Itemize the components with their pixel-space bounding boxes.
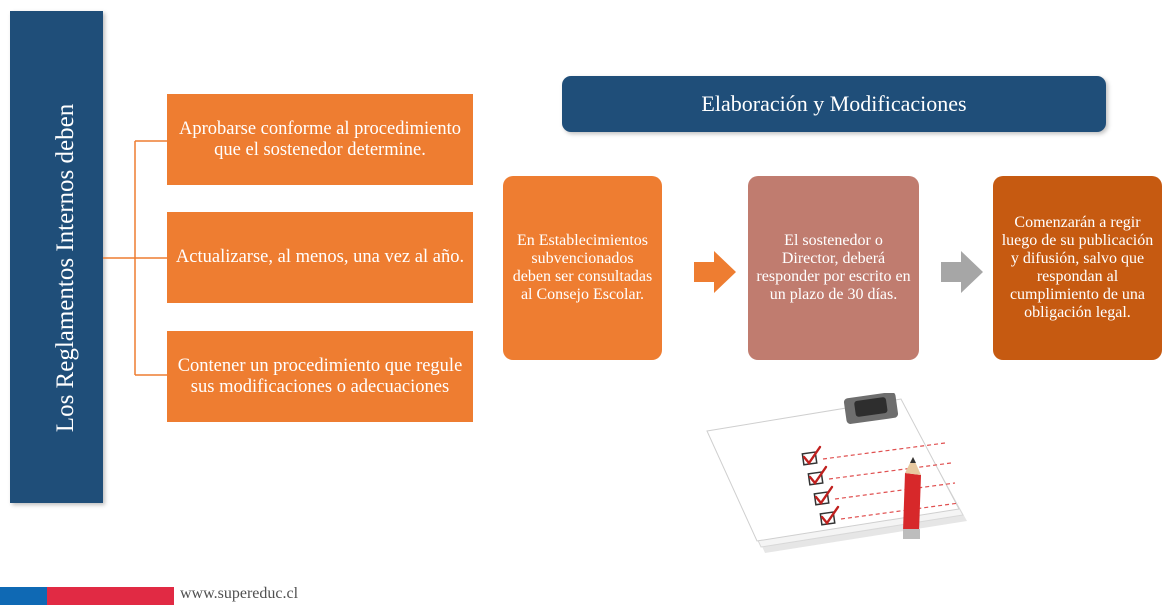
- process-step-3-text: Comenzarán a regir luego de su publicaci…: [1001, 214, 1154, 321]
- bracket-connector: [103, 140, 167, 376]
- requirement-box-2: Actualizarse, al menos, una vez al año.: [167, 212, 473, 303]
- process-step-2: El sostenedor o Director, deberá respond…: [748, 176, 919, 360]
- process-step-3: Comenzarán a regir luego de su publicaci…: [993, 176, 1162, 360]
- right-arrow-icon: [941, 251, 983, 293]
- process-step-1-text: En Establecimientos subvencionados deben…: [512, 232, 653, 303]
- section-header: Elaboración y Modificaciones: [562, 76, 1106, 132]
- requirement-text-1: Aprobarse conforme al procedimiento que …: [178, 118, 462, 160]
- left-title-text: Los Reglamentos Internos deben: [52, 103, 79, 433]
- footer-url[interactable]: www.supereduc.cl: [180, 585, 299, 602]
- requirement-box-1: Aprobarse conforme al procedimiento que …: [167, 94, 473, 185]
- requirement-text-2: Actualizarse, al menos, una vez al año.: [175, 247, 465, 267]
- requirement-box-3: Contener un procedimiento que regule sus…: [167, 331, 473, 422]
- footer-blue-bar: [0, 587, 47, 605]
- footer-red-bar: [47, 587, 174, 605]
- section-header-text: Elaboración y Modificaciones: [701, 91, 967, 116]
- requirement-text-3: Contener un procedimiento que regule sus…: [177, 355, 463, 397]
- checklist-illustration-icon: [706, 393, 967, 553]
- left-title-panel: Los Reglamentos Internos deben: [10, 11, 103, 503]
- right-arrow-icon: [694, 251, 736, 293]
- process-step-1: En Establecimientos subvencionados deben…: [503, 176, 662, 360]
- process-step-2-text: El sostenedor o Director, deberá respond…: [756, 232, 911, 303]
